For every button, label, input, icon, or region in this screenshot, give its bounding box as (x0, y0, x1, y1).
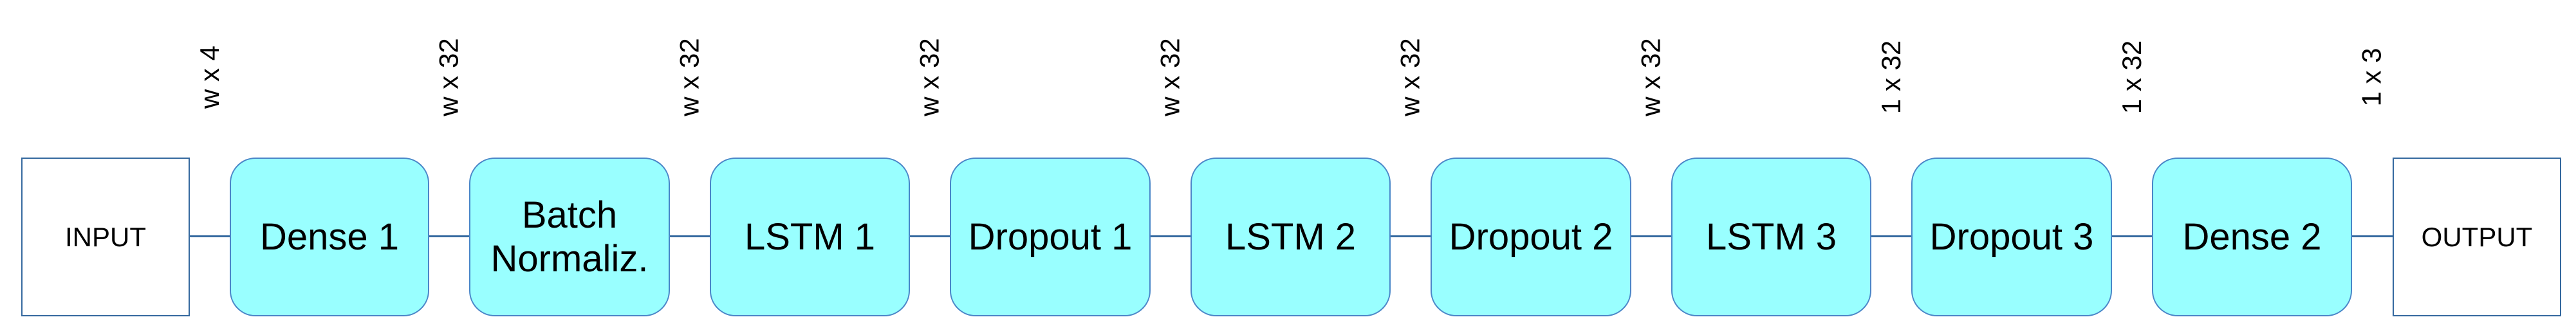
node-dense-1: Dense 1 (230, 158, 429, 316)
node-lstm-3: LSTM 3 (1671, 158, 1871, 316)
dim-label-dropout3-dense2: 1 x 32 (2111, 28, 2153, 127)
dim-label-input-dense1: w x 4 (189, 28, 230, 127)
node-output: OUTPUT (2393, 158, 2561, 316)
dim-label-text: w x 32 (434, 38, 465, 116)
dim-label-text: 1 x 3 (2357, 48, 2387, 107)
dim-label-dropout1-lstm2: w x 32 (1150, 28, 1191, 127)
dim-label-text: w x 32 (1636, 38, 1667, 116)
node-batch-normaliz: Batch Normaliz. (469, 158, 670, 316)
dim-label-lstm3-dropout3: 1 x 32 (1871, 28, 1912, 127)
dim-label-text: w x 32 (1395, 38, 1426, 116)
dim-label-dense1-batch: w x 32 (429, 28, 470, 127)
dim-label-lstm1-dropout1: w x 32 (909, 28, 950, 127)
dim-label-text: w x 32 (914, 38, 945, 116)
dim-label-text: w x 32 (674, 38, 705, 116)
node-input: INPUT (21, 158, 190, 316)
node-lstm-1: LSTM 1 (710, 158, 910, 316)
node-dropout-2: Dropout 2 (1431, 158, 1631, 316)
dim-label-batch-lstm1: w x 32 (669, 28, 710, 127)
node-lstm-2: LSTM 2 (1191, 158, 1391, 316)
node-dropout-1: Dropout 1 (950, 158, 1151, 316)
dim-label-dropout2-lstm3: w x 32 (1631, 28, 1672, 127)
dim-label-text: 1 x 32 (1876, 40, 1907, 114)
node-dense-2: Dense 2 (2152, 158, 2352, 316)
node-dropout-3: Dropout 3 (1911, 158, 2112, 316)
dim-label-lstm2-dropout2: w x 32 (1390, 28, 1431, 127)
dim-label-dense2-output: 1 x 3 (2351, 28, 2393, 127)
dim-label-text: w x 32 (1155, 38, 1186, 116)
dim-label-text: w x 4 (194, 45, 225, 109)
dim-label-text: 1 x 32 (2117, 40, 2147, 114)
